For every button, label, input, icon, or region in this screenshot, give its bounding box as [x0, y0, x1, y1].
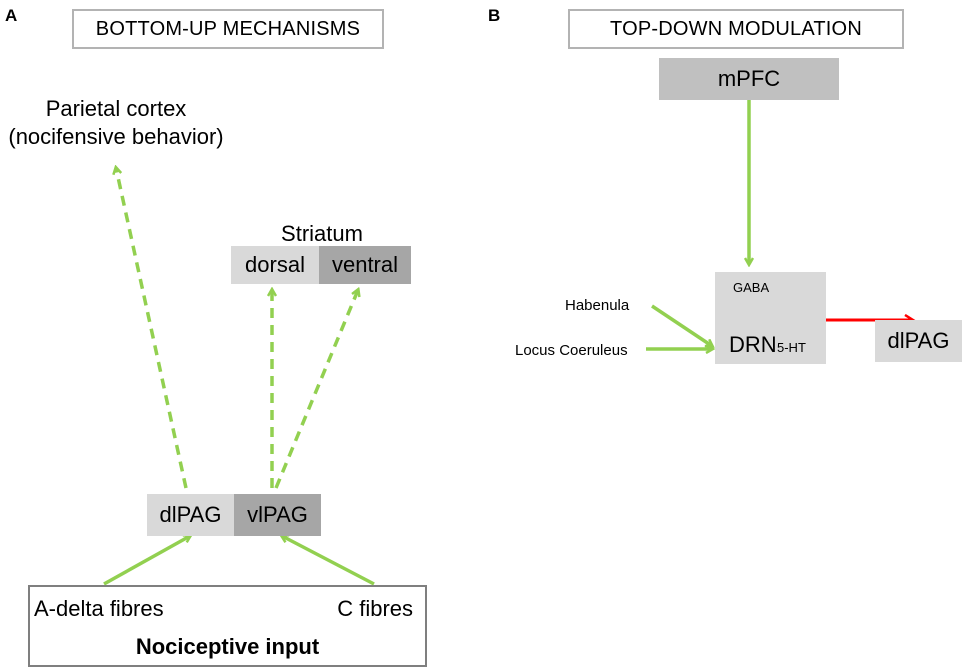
dorsal-striatum-box: dorsal — [231, 246, 319, 284]
drn-box: GABA DRN 5-HT — [715, 272, 826, 364]
striatum-label: Striatum — [281, 221, 363, 246]
parietal-cortex-label: Parietal cortex (nocifensive behavior) — [0, 95, 232, 151]
habenula-to-drn-arrow — [651, 304, 712, 346]
a-delta-to-dlpag-arrow — [103, 536, 190, 586]
ventral-striatum-box: ventral — [319, 246, 411, 284]
a-delta-fibres-label: A-delta fibres — [34, 596, 164, 621]
5ht-label: 5-HT — [777, 340, 806, 355]
vlpag-to-ventral-arrow — [274, 290, 358, 489]
nociceptive-input-box: A-delta fibres C fibres Nociceptive inpu… — [28, 585, 427, 667]
dlpag-box-a: dlPAG — [147, 494, 234, 536]
parietal-line2: (nocifensive behavior) — [8, 124, 224, 149]
c-fibres-to-vlpag-arrow — [282, 536, 375, 586]
dlpag-box-b: dlPAG — [875, 320, 962, 362]
panel-a-title: BOTTOM-UP MECHANISMS — [72, 9, 384, 49]
gaba-label: GABA — [733, 280, 770, 295]
nociceptive-input-label: Nociceptive input — [135, 634, 320, 659]
mpfc-box: mPFC — [659, 58, 839, 100]
vlpag-box: vlPAG — [234, 494, 321, 536]
habenula-label: Habenula — [565, 297, 630, 314]
panel-b-letter: B — [488, 6, 501, 25]
drn-label: DRN — [729, 332, 777, 357]
panel-b-title: TOP-DOWN MODULATION — [568, 9, 904, 49]
panel-a-letter: A — [5, 6, 18, 25]
parietal-line1: Parietal cortex — [45, 96, 187, 121]
c-fibres-label: C fibres — [337, 596, 413, 621]
dlpag-to-parietal-arrow — [116, 168, 188, 489]
locus-coeruleus-label: Locus Coeruleus — [515, 342, 628, 359]
